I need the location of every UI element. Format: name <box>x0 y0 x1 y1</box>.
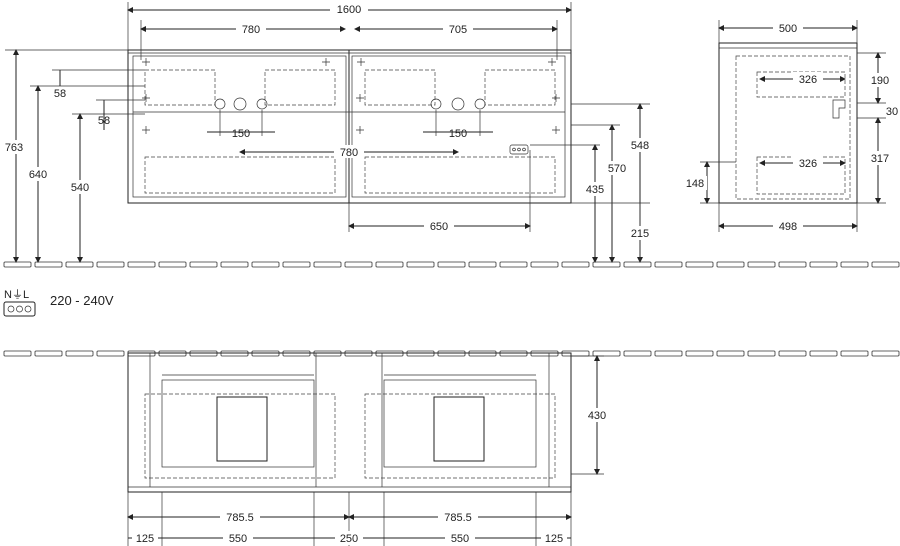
floor-segment <box>871 350 900 357</box>
floor-segment <box>716 261 745 268</box>
floor-segment <box>654 350 683 357</box>
electrical-legend: N⏚L 220 - 240V <box>3 288 114 317</box>
dim-150-left: 150 <box>232 128 250 140</box>
floor-upper <box>3 261 900 268</box>
floor-segment <box>623 350 652 357</box>
floor-segment <box>685 261 714 268</box>
dim-705: 705 <box>449 24 467 36</box>
dim-780-top: 780 <box>242 24 260 36</box>
floor-segment <box>282 261 311 268</box>
dim-30: 30 <box>886 106 898 118</box>
lower-drawer-left <box>144 156 336 194</box>
side-view <box>718 42 858 204</box>
dim-148: 148 <box>686 178 704 190</box>
dim-650: 650 <box>430 221 448 233</box>
nel-symbol-label: N⏚L <box>4 288 29 301</box>
floor-segment <box>96 350 125 357</box>
floor-segment <box>344 261 373 268</box>
floor-segment <box>313 261 342 268</box>
top-cabinet-outline <box>127 352 572 493</box>
dim-1600: 1600 <box>337 4 361 16</box>
dim-250: 250 <box>340 533 358 545</box>
side-cabinet-outline <box>718 42 858 204</box>
dim-500: 500 <box>779 23 797 35</box>
floor-segment <box>65 350 94 357</box>
dim-58-lower: 58 <box>98 115 110 127</box>
floor-segment <box>716 350 745 357</box>
floor-segment <box>468 261 497 268</box>
floor-segment <box>654 261 683 268</box>
floor-segment <box>778 350 807 357</box>
floor-segment <box>809 350 838 357</box>
basin-right <box>433 396 485 462</box>
floor-segment <box>220 261 249 268</box>
dim-548: 548 <box>631 140 649 152</box>
basin-left <box>216 396 268 462</box>
floor-segment <box>499 261 528 268</box>
top-view <box>127 352 572 493</box>
dim-540: 540 <box>71 182 89 194</box>
floor-segment <box>747 261 776 268</box>
dim-58-upper: 58 <box>54 88 66 100</box>
floor-segment <box>871 261 900 268</box>
floor-segment <box>809 261 838 268</box>
floor-segment <box>127 261 156 268</box>
floor-segment <box>406 261 435 268</box>
floor-segment <box>251 261 280 268</box>
floor-segment <box>34 261 63 268</box>
floor-segment <box>3 261 32 268</box>
floor-segment <box>65 261 94 268</box>
dim-640: 640 <box>29 169 47 181</box>
dim-430: 430 <box>588 410 606 422</box>
floor-segment <box>685 350 714 357</box>
dim-317: 317 <box>871 153 889 165</box>
floor-segment <box>375 261 404 268</box>
floor-segment <box>747 350 776 357</box>
floor-segment <box>623 261 652 268</box>
dim-125-right: 125 <box>545 533 563 545</box>
dim-326-upper: 326 <box>799 74 817 86</box>
front-view <box>127 49 572 204</box>
floor-segment <box>34 350 63 357</box>
dim-125-left: 125 <box>136 533 154 545</box>
floor-segment <box>3 350 32 357</box>
dim-150-right: 150 <box>449 128 467 140</box>
dim-763: 763 <box>5 142 23 154</box>
dim-190: 190 <box>871 75 889 87</box>
dim-435: 435 <box>586 184 604 196</box>
lower-drawer-right <box>364 156 556 194</box>
electrical-socket <box>509 144 529 155</box>
dim-550-right: 550 <box>451 533 469 545</box>
floor-segment <box>158 261 187 268</box>
dim-780-drawer: 780 <box>340 147 358 159</box>
floor-segment <box>592 350 621 357</box>
voltage-label: 220 - 240V <box>50 293 114 308</box>
dim-785-left: 785.5 <box>226 512 254 524</box>
floor-segment <box>561 261 590 268</box>
floor-segment <box>189 261 218 268</box>
dim-550-left: 550 <box>229 533 247 545</box>
floor-segment <box>840 261 869 268</box>
dim-215: 215 <box>631 228 649 240</box>
floor-segment <box>778 261 807 268</box>
dim-498: 498 <box>779 221 797 233</box>
floor-segment <box>592 261 621 268</box>
socket-icon <box>3 301 36 317</box>
dim-326-lower: 326 <box>799 158 817 170</box>
floor-segment <box>437 261 466 268</box>
dim-785-right: 785.5 <box>444 512 472 524</box>
floor-segment <box>96 261 125 268</box>
dim-570: 570 <box>608 163 626 175</box>
floor-segment <box>840 350 869 357</box>
floor-segment <box>530 261 559 268</box>
